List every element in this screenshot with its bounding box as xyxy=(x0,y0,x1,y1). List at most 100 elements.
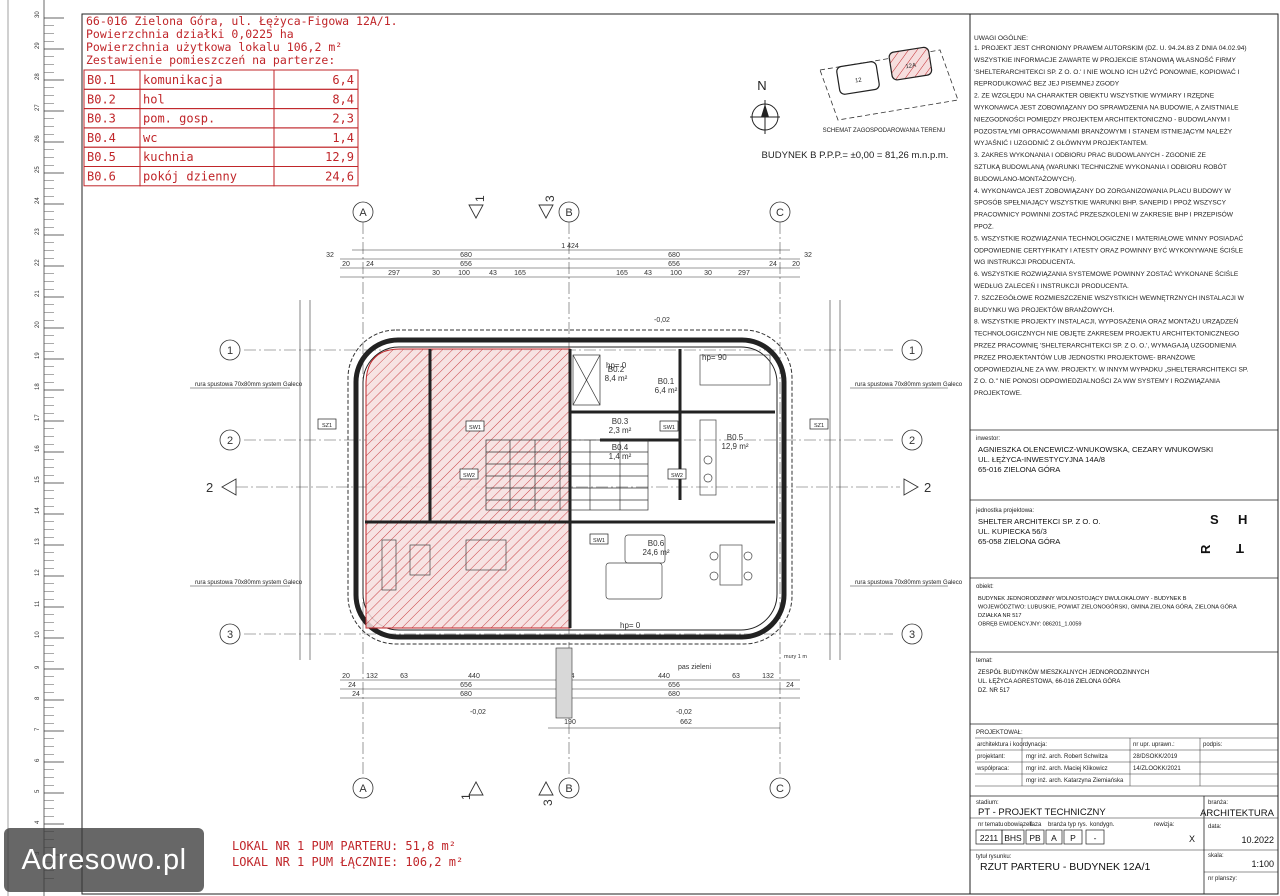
sill-height: hp= 0 xyxy=(620,621,641,630)
code-label: obowiązek xyxy=(1004,822,1033,828)
north-label: N xyxy=(757,78,766,93)
area-summary: LOKAL NR 1 PUM PARTERU: 51,8 m² LOKAL NR… xyxy=(232,839,463,869)
entrance-path xyxy=(555,647,573,719)
dimension-value: 32 xyxy=(804,252,812,259)
section-marker-icon xyxy=(903,478,919,496)
plan-room-area: 24,6 m² xyxy=(642,548,669,557)
area-header: 66-016 Zielona Góra, ul. Łężyca-Figowa 1… xyxy=(83,14,398,187)
window-tag xyxy=(465,420,485,432)
note-line: ODPOWIEDZIALNE ZA WW. PROJEKTY. W INNYM … xyxy=(974,366,1248,373)
level-mark: -0,02 xyxy=(676,709,692,716)
window-tag-label: SW1 xyxy=(469,425,481,431)
section-marker-icon xyxy=(221,478,237,496)
watermark-logo: Adresowo.pl xyxy=(4,828,204,892)
grid-axis-label: A xyxy=(359,207,367,219)
ruler-label: 19 xyxy=(35,352,41,359)
dimension-value: 165 xyxy=(514,270,526,277)
grid-axis-label: 3 xyxy=(909,629,915,641)
ruler-label: 13 xyxy=(35,538,41,545)
note-line: SZTUKĄ BUDOWLANĄ (WARUNKI TECHNICZNE WYK… xyxy=(974,162,1227,171)
dimension-value: 440 xyxy=(658,673,670,680)
grid-axis-bubble xyxy=(769,201,791,223)
dimension-value: 440 xyxy=(468,673,480,680)
plan-room-code: B0.3 xyxy=(612,417,629,426)
logo-letter: H xyxy=(1238,512,1247,527)
dimension-value: 30 xyxy=(432,270,440,277)
header-rooms-title: Zestawienie pomieszczeń na parterze: xyxy=(86,53,335,67)
dimension-value: 63 xyxy=(732,673,740,680)
note-line: 7. SZCZEGÓŁOWE ROZMIESZCZENIE WSZYSTKICH… xyxy=(974,293,1245,302)
drawing-title: RZUT PARTERU - BUDYNEK 12A/1 xyxy=(980,861,1151,873)
room-area: 6,4 xyxy=(332,73,354,87)
tb-line: DZIAŁKA NR 517 xyxy=(978,613,1022,619)
team-name: mgr inż. arch. Maciej Klikowicz xyxy=(1026,766,1108,772)
dimension-value: 165 xyxy=(616,270,628,277)
section-marker-icon xyxy=(538,204,554,219)
team-header: podpis: xyxy=(1203,742,1223,748)
tb-label: stadium: xyxy=(976,800,999,806)
ruler-label: 4 xyxy=(35,820,41,824)
ruler-label: 11 xyxy=(35,600,41,607)
tb-line: 65-058 ZIELONA GÓRA xyxy=(978,537,1061,546)
ruler-label: 9 xyxy=(35,665,41,669)
code-value: BHS xyxy=(1004,833,1022,843)
ruler-label: 30 xyxy=(35,11,41,18)
ruler-label: 22 xyxy=(35,259,41,266)
note-line: REPRODUKOWAĆ BEZ JEJ PISEMNEJ ZGODY xyxy=(974,79,1120,88)
ruler-label: 12 xyxy=(35,569,41,576)
logo-letter: S xyxy=(1210,512,1219,527)
grid-axis-label: A xyxy=(359,783,367,795)
ruler-label: 10 xyxy=(35,631,41,638)
dimension-value: 662 xyxy=(680,719,692,726)
room-area: 2,3 xyxy=(332,112,354,126)
revision-value: X xyxy=(1189,834,1195,844)
grid-axis-bubble xyxy=(901,429,923,451)
note-line: 4. WYKONAWCA JEST ZOBOWIĄZANY DO ZORGANI… xyxy=(974,188,1231,195)
pipe-note-left-top: rura spustowa 70x80mm system Galeco xyxy=(195,382,303,388)
dimension-value: 24 xyxy=(769,261,777,268)
ruler-label: 29 xyxy=(35,42,41,49)
sill-height: hp= 0 xyxy=(606,361,627,370)
level-mark: -0,02 xyxy=(470,709,486,716)
pipe-note-left-bottom: rura spustowa 70x80mm system Galeco xyxy=(195,580,303,586)
dimension-value: 132 xyxy=(366,673,378,680)
room-code: B0.2 xyxy=(87,92,116,106)
notes-title: UWAGI OGÓLNE: xyxy=(974,33,1028,42)
dimension-value: 656 xyxy=(668,682,680,689)
tb-line: ZESPÓŁ BUDYNKÓW MIESZKALNYCH JEDNORODZIN… xyxy=(978,669,1149,676)
dimension-value: 24 xyxy=(352,691,360,698)
grid-axis-label: B xyxy=(565,207,572,219)
note-line: 2. ZE WZGLĘDU NA CHARAKTER OBIEKTU WSZYS… xyxy=(974,93,1215,100)
dimension-value: 656 xyxy=(460,261,472,268)
note-line: PRZEZ PROJEKTANTÓW LUB JEDNOSTKI PROJEKT… xyxy=(974,352,1196,361)
wall-note: mury 1 m xyxy=(784,654,807,660)
dimension-value: 24 xyxy=(366,261,374,268)
ruler-label: 21 xyxy=(35,290,41,297)
section-label: 3 xyxy=(543,195,557,202)
ruler-label: 5 xyxy=(35,789,41,793)
dimension-value: 680 xyxy=(668,691,680,698)
dimension-value: 43 xyxy=(644,270,652,277)
note-line: 'SHELTERARCHITEKCI SP. Z O. O.' I NIE WO… xyxy=(974,67,1240,76)
tb-line: BUDYNEK JEDNORODZINNY WOLNOSTOJĄCY DWULO… xyxy=(978,596,1187,602)
ruler-label: 17 xyxy=(35,414,41,421)
code-box xyxy=(1025,829,1045,845)
header-usable-area: Powierzchnia użytkowa lokalu 106,2 m² xyxy=(86,40,342,54)
code-value: P xyxy=(1070,833,1076,843)
lot-12-label: 12 xyxy=(855,77,863,84)
team-role: projektant: xyxy=(977,754,1005,760)
code-label: faza xyxy=(1030,822,1042,828)
date-value: 10.2022 xyxy=(1241,835,1274,845)
section-label: 1 xyxy=(459,793,473,800)
tb-label: jednostka projektowa: xyxy=(975,508,1034,514)
grid-axis-bubble xyxy=(558,777,580,799)
team-role: współpraca: xyxy=(976,766,1009,772)
exterior-wall xyxy=(353,337,787,640)
note-line: BUDOWLANO-MONTAŻOWYCH). xyxy=(974,174,1076,183)
dimension-value: 680 xyxy=(460,252,472,259)
section-label: 2 xyxy=(206,480,213,495)
room-name: komunikacja xyxy=(143,73,222,87)
ruler-label: 16 xyxy=(35,445,41,452)
dimension-value: 656 xyxy=(668,261,680,268)
